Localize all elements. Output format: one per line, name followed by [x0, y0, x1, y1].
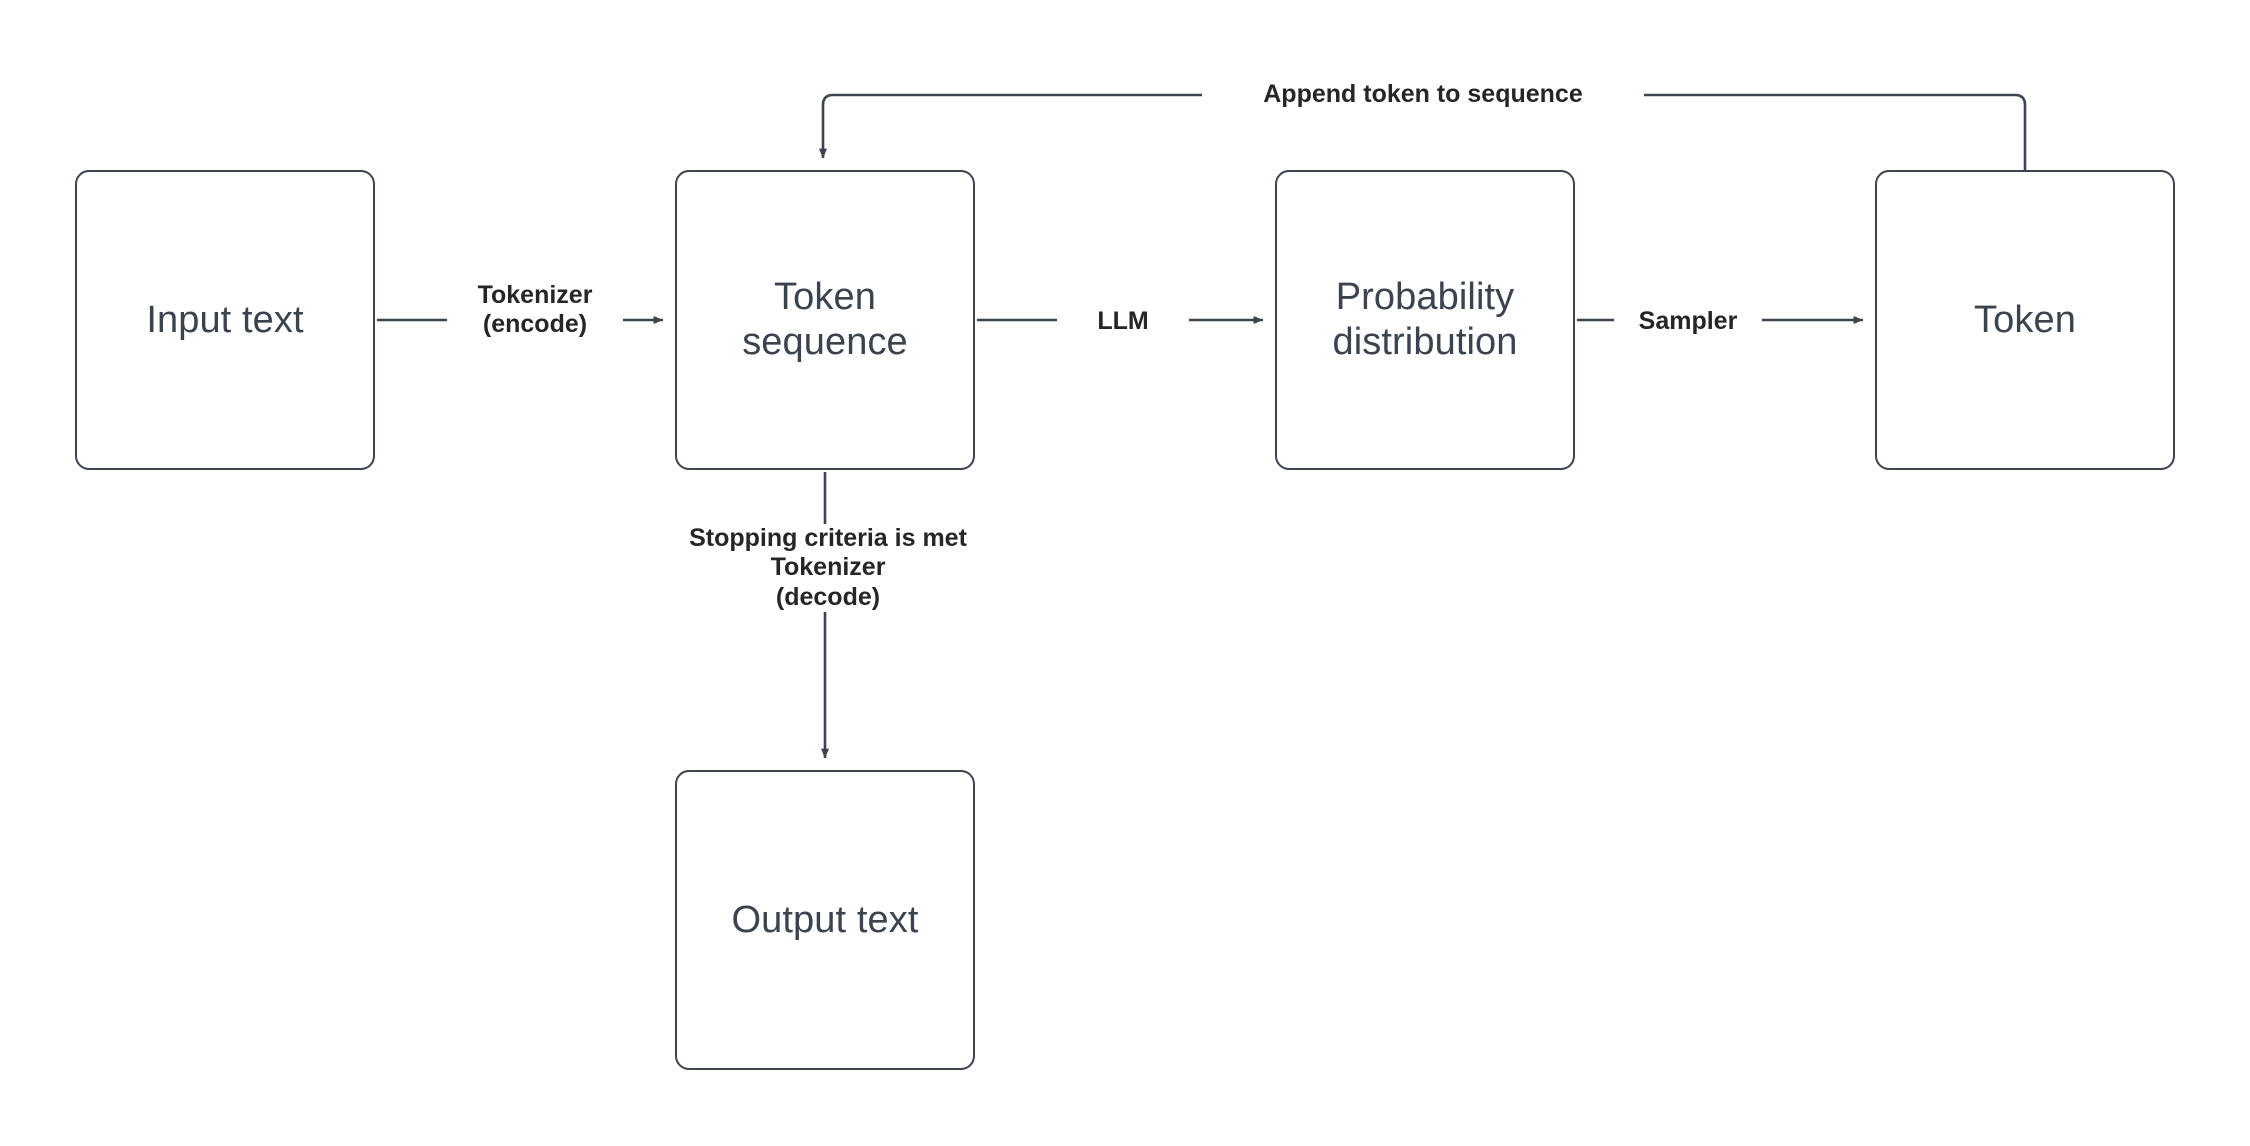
node-input-text[interactable]: Input text [75, 170, 375, 470]
node-token-label: Token [1974, 298, 2076, 341]
node-token-sequence[interactable]: Token sequence [675, 170, 975, 470]
edge-label-llm: LLM [1057, 307, 1189, 337]
edge-label-sampler: Sampler [1614, 307, 1762, 337]
node-input-text-label: Input text [146, 298, 304, 341]
edge-label-stopping-criteria: Stopping criteria is met Tokenizer (deco… [625, 524, 1031, 612]
node-token[interactable]: Token [1875, 170, 2175, 470]
node-probability-distribution[interactable]: Probability distribution [1275, 170, 1575, 470]
node-output-text[interactable]: Output text [675, 770, 975, 1070]
node-output-text-label: Output text [731, 898, 919, 941]
node-probability-distribution-label: Probability distribution [1332, 276, 1518, 363]
edge-label-append-token: Append token to sequence [1202, 80, 1644, 110]
node-token-sequence-label: Token sequence [742, 276, 908, 363]
edge-label-tokenizer-encode: Tokenizer (encode) [447, 281, 623, 340]
